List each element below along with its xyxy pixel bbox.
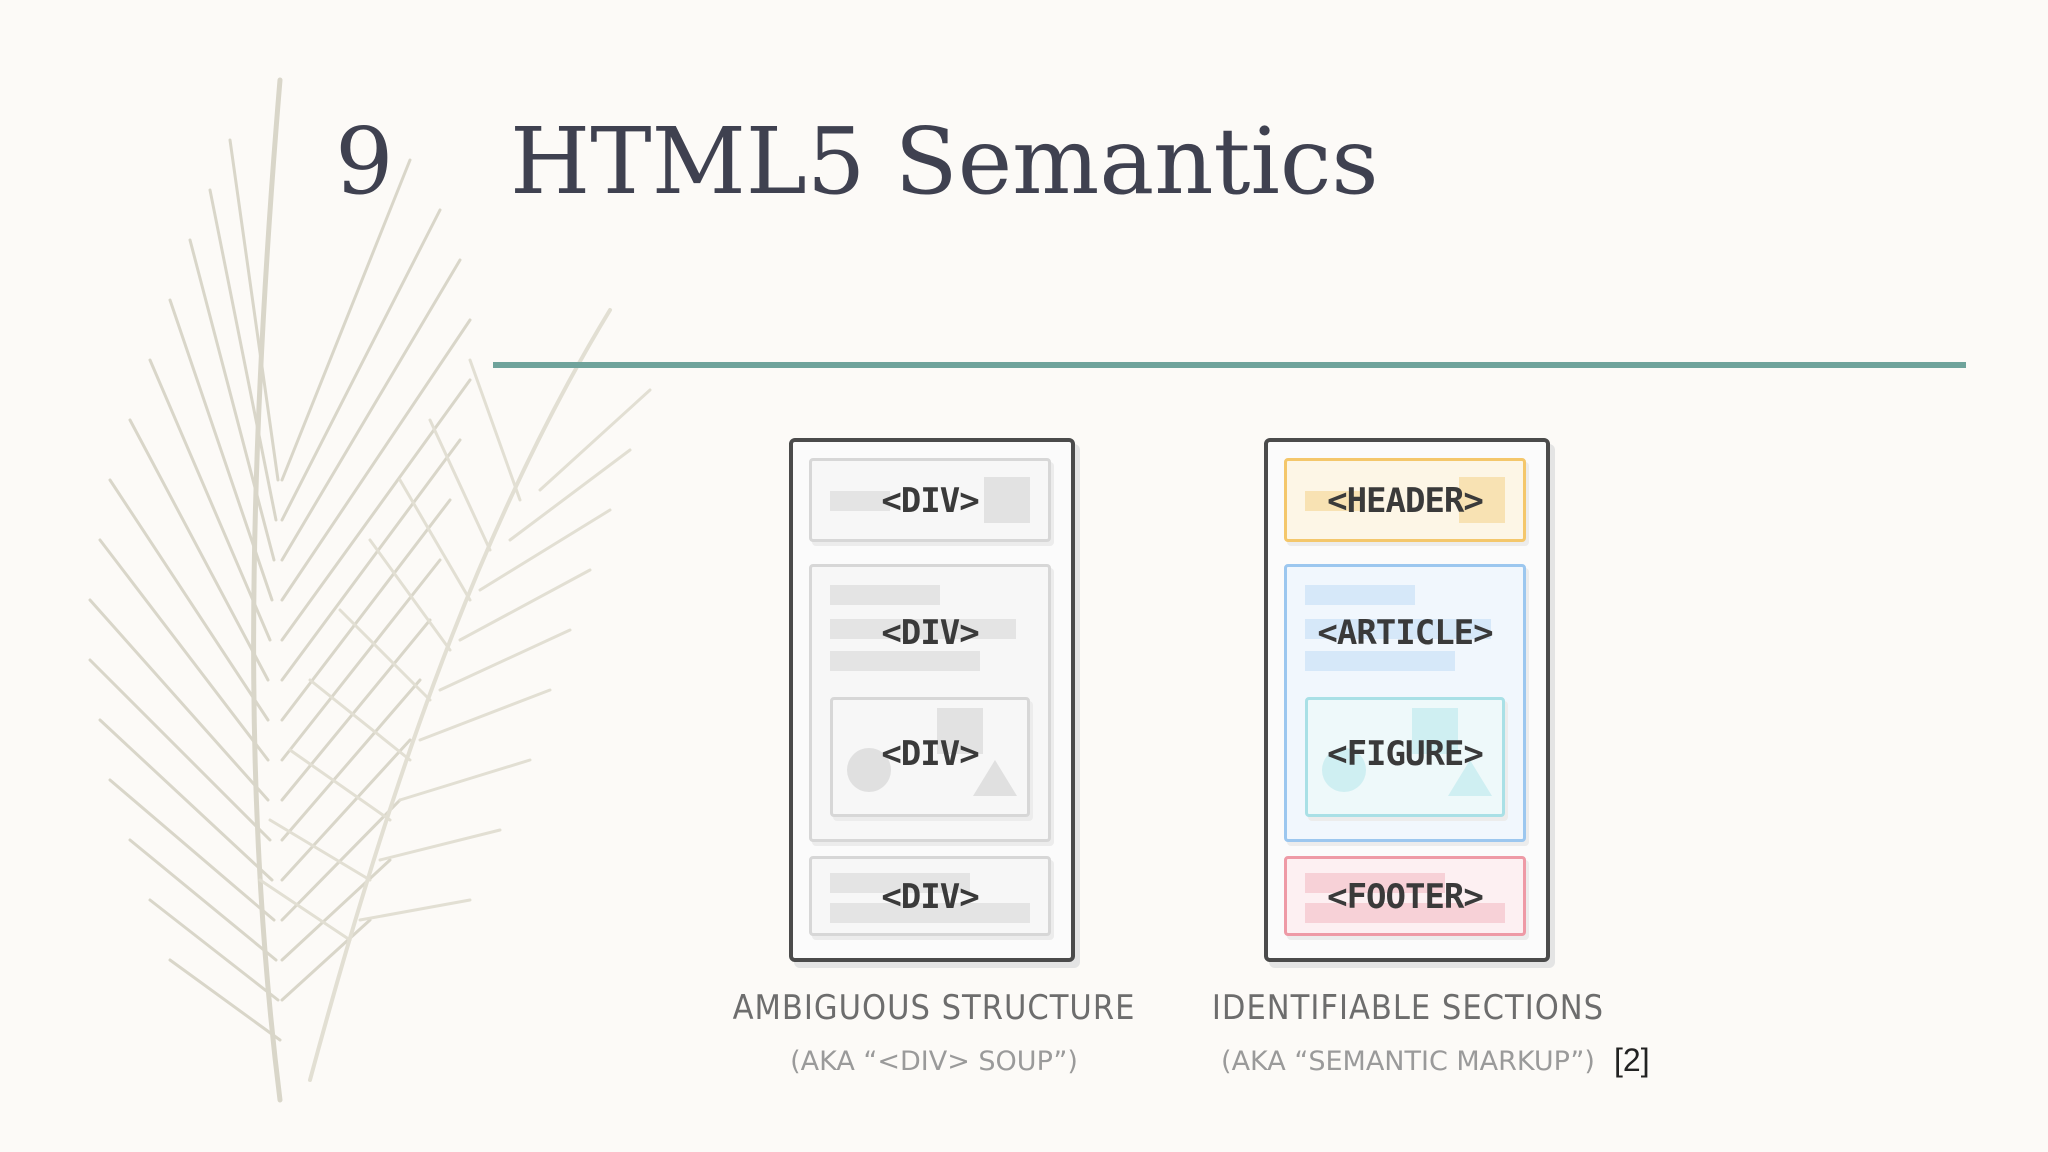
div-label: <DIV> <box>881 481 979 521</box>
feather-illustration <box>88 77 652 1103</box>
slide-title: HTML5 Semantics <box>510 108 1379 215</box>
article-box: <ARTICLE> <FIGURE> <box>1284 564 1526 842</box>
right-subcaption: (AKA “SEMANTIC MARKUP”) <box>1221 1046 1595 1077</box>
figure-label: <FIGURE> <box>1327 734 1484 774</box>
div-soup-diagram: <DIV> <DIV> <DIV> <DIV> <box>789 438 1075 962</box>
div-box-bottom: <DIV> <box>809 856 1051 936</box>
footer-box: <FOOTER> <box>1284 856 1526 936</box>
div-box-middle: <DIV> <DIV> <box>809 564 1051 842</box>
title-divider <box>493 362 1966 368</box>
div-label: <DIV> <box>881 613 979 653</box>
right-caption: IDENTIFIABLE SECTIONS <box>1211 988 1605 1028</box>
footer-label: <FOOTER> <box>1327 877 1484 917</box>
article-label: <ARTICLE> <box>1317 613 1493 653</box>
left-subcaption: (AKA “<DIV> SOUP”) <box>790 1046 1078 1077</box>
div-box-nested: <DIV> <box>830 697 1030 817</box>
div-label: <DIV> <box>881 734 979 774</box>
header-label: <HEADER> <box>1327 481 1484 521</box>
semantic-markup-diagram: <HEADER> <ARTICLE> <FIGURE> <FOOTER> <box>1264 438 1550 962</box>
figure-box: <FIGURE> <box>1305 697 1505 817</box>
div-label: <DIV> <box>881 877 979 917</box>
left-caption: AMBIGUOUS STRUCTURE <box>732 988 1136 1028</box>
citation-reference: [2] <box>1614 1042 1650 1078</box>
slide-number: 9 <box>335 108 394 215</box>
header-box: <HEADER> <box>1284 458 1526 542</box>
div-box-top: <DIV> <box>809 458 1051 542</box>
